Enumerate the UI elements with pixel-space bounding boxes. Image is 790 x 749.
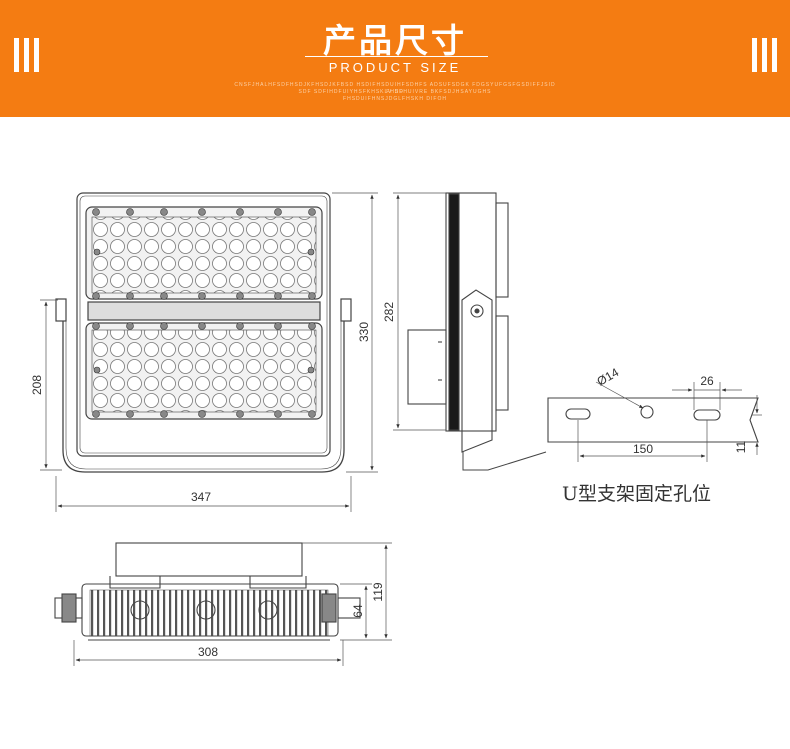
front-width-label: 347: [191, 490, 211, 504]
page-title: 产品尺寸: [323, 21, 467, 60]
fine-print-line-3: FHSDUIFHNSJDGLFHSKH DIFOH: [343, 96, 447, 102]
slot-length-label: 26: [700, 374, 714, 388]
page-subtitle: PRODUCT SIZE: [328, 60, 462, 75]
fine-print-line-2: SDF SDFIHDFUIYHSFKHSKLV DFHUIVRE BKFSDJH…: [298, 89, 492, 95]
front-view: [55, 192, 352, 473]
menu-icon-right: [752, 38, 778, 72]
bracket-detail: [547, 397, 759, 443]
bottom-body-depth-label: 64: [351, 604, 365, 618]
edge-offset-label: 11: [734, 440, 748, 453]
dimension-drawing: 330 208 347 282: [30, 192, 762, 666]
bottom-width-label: 308: [198, 645, 218, 659]
menu-icon-left: [14, 38, 40, 72]
side-height-label: 282: [382, 302, 396, 322]
bottom-total-depth-label: 119: [371, 582, 385, 601]
title-divider: [305, 56, 488, 57]
front-height-label: 330: [357, 322, 371, 342]
hole-spacing-label: 150: [633, 442, 653, 456]
bottom-view: [54, 542, 361, 641]
side-view: [407, 192, 547, 471]
hole-diameter-label: Ø14: [595, 365, 622, 389]
fine-print-line-1: CNSFJHALHFSDFHSDJKFHSDJKFBSD HSDIFHSDUIH…: [234, 82, 556, 95]
header-banner: 产品尺寸 PRODUCT SIZE CNSFJHALHFSDFHSDJKFHSD…: [0, 0, 790, 117]
bracket-caption: U型支架固定孔位: [562, 483, 711, 505]
bracket-height-label: 208: [30, 375, 44, 395]
